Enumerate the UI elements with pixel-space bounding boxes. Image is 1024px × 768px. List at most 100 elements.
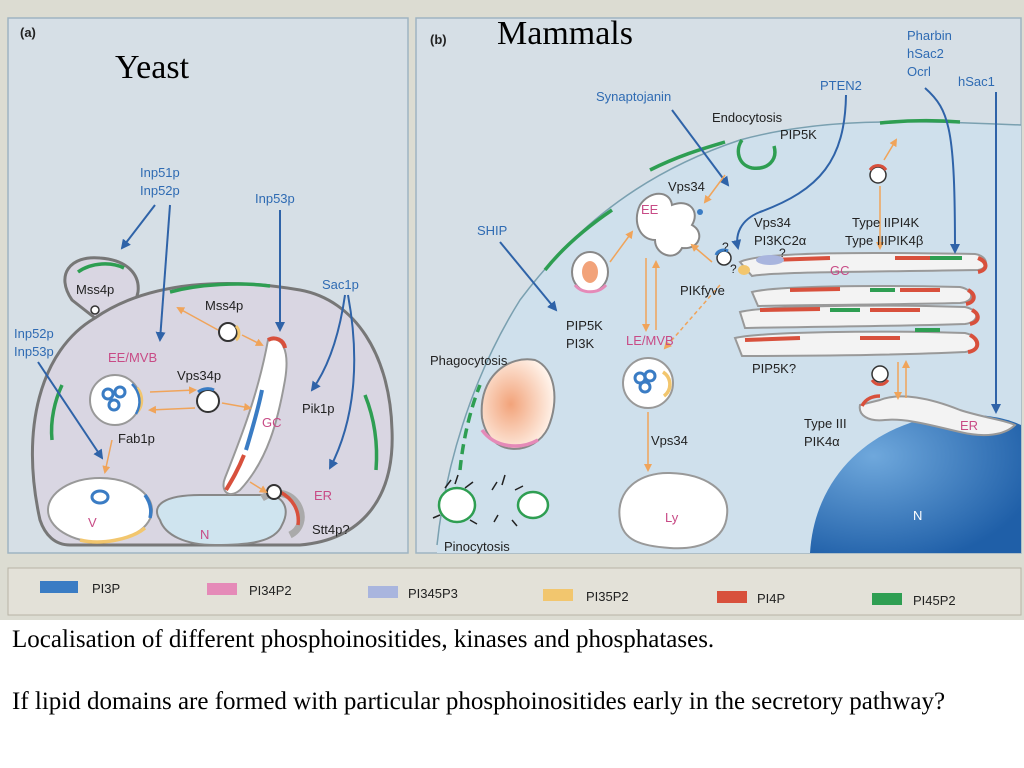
label-phagocytosis: Phagocytosis <box>430 353 508 368</box>
panel-b-title: Mammals <box>497 15 633 52</box>
pm-pi45p2-1 <box>76 262 125 274</box>
mss4p-vesicle-pi35p2 <box>234 324 241 342</box>
traffic-a-7 <box>249 481 268 494</box>
legend-swatch <box>717 591 747 603</box>
lysosome <box>618 471 729 550</box>
yeast-cell <box>30 281 394 547</box>
mvb-vesicle <box>113 385 127 399</box>
pm-b-pi45p2-1 <box>543 208 613 272</box>
label-gc-b: GC <box>830 263 850 278</box>
traffic-b-3 <box>690 243 713 263</box>
arrow-pten2 <box>731 94 847 250</box>
label-q2: ? <box>779 246 786 260</box>
legend-item-pi35p2: PI35P2 <box>543 589 629 604</box>
traffic-a-5 <box>221 402 252 411</box>
plasma-membrane <box>436 121 1022 546</box>
label-fab1p: Fab1p <box>118 431 155 446</box>
traffic-b-1 <box>703 174 726 204</box>
legend-item-pi345p3: PI345P3 <box>368 586 458 601</box>
vacuole-pi3p <box>143 493 153 519</box>
vps34p-vesicle <box>196 389 220 413</box>
phagosome <box>480 358 556 450</box>
golgi-cisterna-4 <box>733 330 979 358</box>
label-hsac2: hSac2 <box>907 46 944 61</box>
golgi-vesicle-top-pi4p <box>868 164 888 171</box>
arrow-pharbin <box>924 87 960 254</box>
pm-b-pi45p2-3 <box>649 140 726 172</box>
golgi-vesicle-bottom-pi4p <box>870 379 890 386</box>
label-type3: Type III <box>804 416 847 431</box>
le-mvb-vesicle <box>638 380 652 394</box>
legend-swatch <box>207 583 237 595</box>
label-gc: GC <box>262 415 282 430</box>
ship-endosome-core <box>582 261 598 283</box>
arrow-sac1p-pik1p <box>310 294 346 392</box>
legend-swatch <box>40 581 78 593</box>
label-ee: EE <box>641 202 659 217</box>
label-vps34-ee: Vps34 <box>668 179 705 194</box>
arrow-synaptojanin <box>671 109 730 187</box>
traffic-b-2 <box>609 230 634 263</box>
vps34p-vesicle-pi3p <box>197 387 215 394</box>
legend-background <box>7 567 1022 616</box>
golgi-vesicle-top <box>869 166 887 184</box>
panel-b-tag: (b) <box>430 32 447 47</box>
arrow-inp52p-mvb <box>155 204 171 342</box>
label-inp52p-left: Inp52p <box>14 326 54 341</box>
label-vps34p: Vps34p <box>177 368 221 383</box>
caption-line-1: Localisation of different phosphoinositi… <box>12 626 715 653</box>
legend-label: PI4P <box>757 591 785 606</box>
legend-label: PI34P2 <box>249 583 292 598</box>
endocytic-pit <box>736 138 777 170</box>
pm-b-pi45p2-2 <box>458 384 482 471</box>
arrow-ship <box>499 241 558 312</box>
label-n-b: N <box>913 508 922 523</box>
legend-label: PI35P2 <box>586 589 629 604</box>
label-pik4a: PIK4α <box>804 434 840 449</box>
arrow-inp51p-bud <box>120 204 156 250</box>
phagosome-pi34p2 <box>480 428 539 448</box>
mvb-vesicle <box>107 398 121 412</box>
mammal-er <box>858 395 1017 437</box>
label-stt4p: Stt4p? <box>312 522 350 537</box>
label-ee-mvb: EE/MVB <box>108 350 157 365</box>
golgi-rim-pi4p <box>965 256 988 354</box>
ship-endosome-pi34p2 <box>573 283 608 294</box>
golgi-vesicle-bottom <box>871 365 889 383</box>
vesicle-pi345p3 <box>756 255 784 265</box>
arrow-sac1p-er <box>329 294 356 470</box>
pm-b-pi45p2-4 <box>879 118 961 125</box>
label-pinocytosis: Pinocytosis <box>444 539 510 554</box>
mvb-vesicle <box>101 387 115 401</box>
vacuole-pi35p2 <box>79 526 147 544</box>
mvb-pi3p <box>131 383 141 415</box>
label-ly: Ly <box>665 510 679 525</box>
yeast-er-pi4p <box>279 490 301 526</box>
le-mvb-vesicle <box>643 369 657 383</box>
caption-line-2: If lipid domains are formed with particu… <box>12 688 946 715</box>
label-inp53p-top: Inp53p <box>255 191 295 206</box>
legend-label: PI3P <box>92 581 120 596</box>
label-pikfyve: PIKfyve <box>680 283 725 298</box>
pinocytic-vesicle-2 <box>516 490 550 520</box>
label-hsac1: hSac1 <box>958 74 995 89</box>
figure: (a) Yeast Inp51p Inp52p Inp53p Inp52p In… <box>0 0 1024 620</box>
legend-swatch <box>543 589 573 601</box>
label-mss4p-bud: Mss4p <box>76 282 114 297</box>
label-pip5k-top: PIP5K <box>780 127 817 142</box>
traffic-b-8 <box>883 138 898 161</box>
mammal-nucleus <box>810 414 1021 553</box>
panel-a-title: Yeast <box>115 49 190 86</box>
label-vps34-b: Vps34 <box>754 215 791 230</box>
label-type2pi4k: Type IIPI4K <box>852 215 920 230</box>
ee-pi3p-dot <box>697 209 703 215</box>
label-q3: ? <box>730 262 737 276</box>
panel-a-tag: (a) <box>20 25 36 40</box>
label-pik1p: Pik1p <box>302 401 335 416</box>
legend: PI3P PI34P2 PI345P3 PI35P2 PI4P PI45P2 <box>7 567 1022 616</box>
traffic-a-4 <box>148 405 196 414</box>
label-pip5k-q: PIP5K? <box>752 361 796 376</box>
pinocytic-vesicle-1 <box>437 486 477 524</box>
legend-swatch <box>872 593 902 605</box>
pm-pi45p2-2 <box>169 282 271 294</box>
